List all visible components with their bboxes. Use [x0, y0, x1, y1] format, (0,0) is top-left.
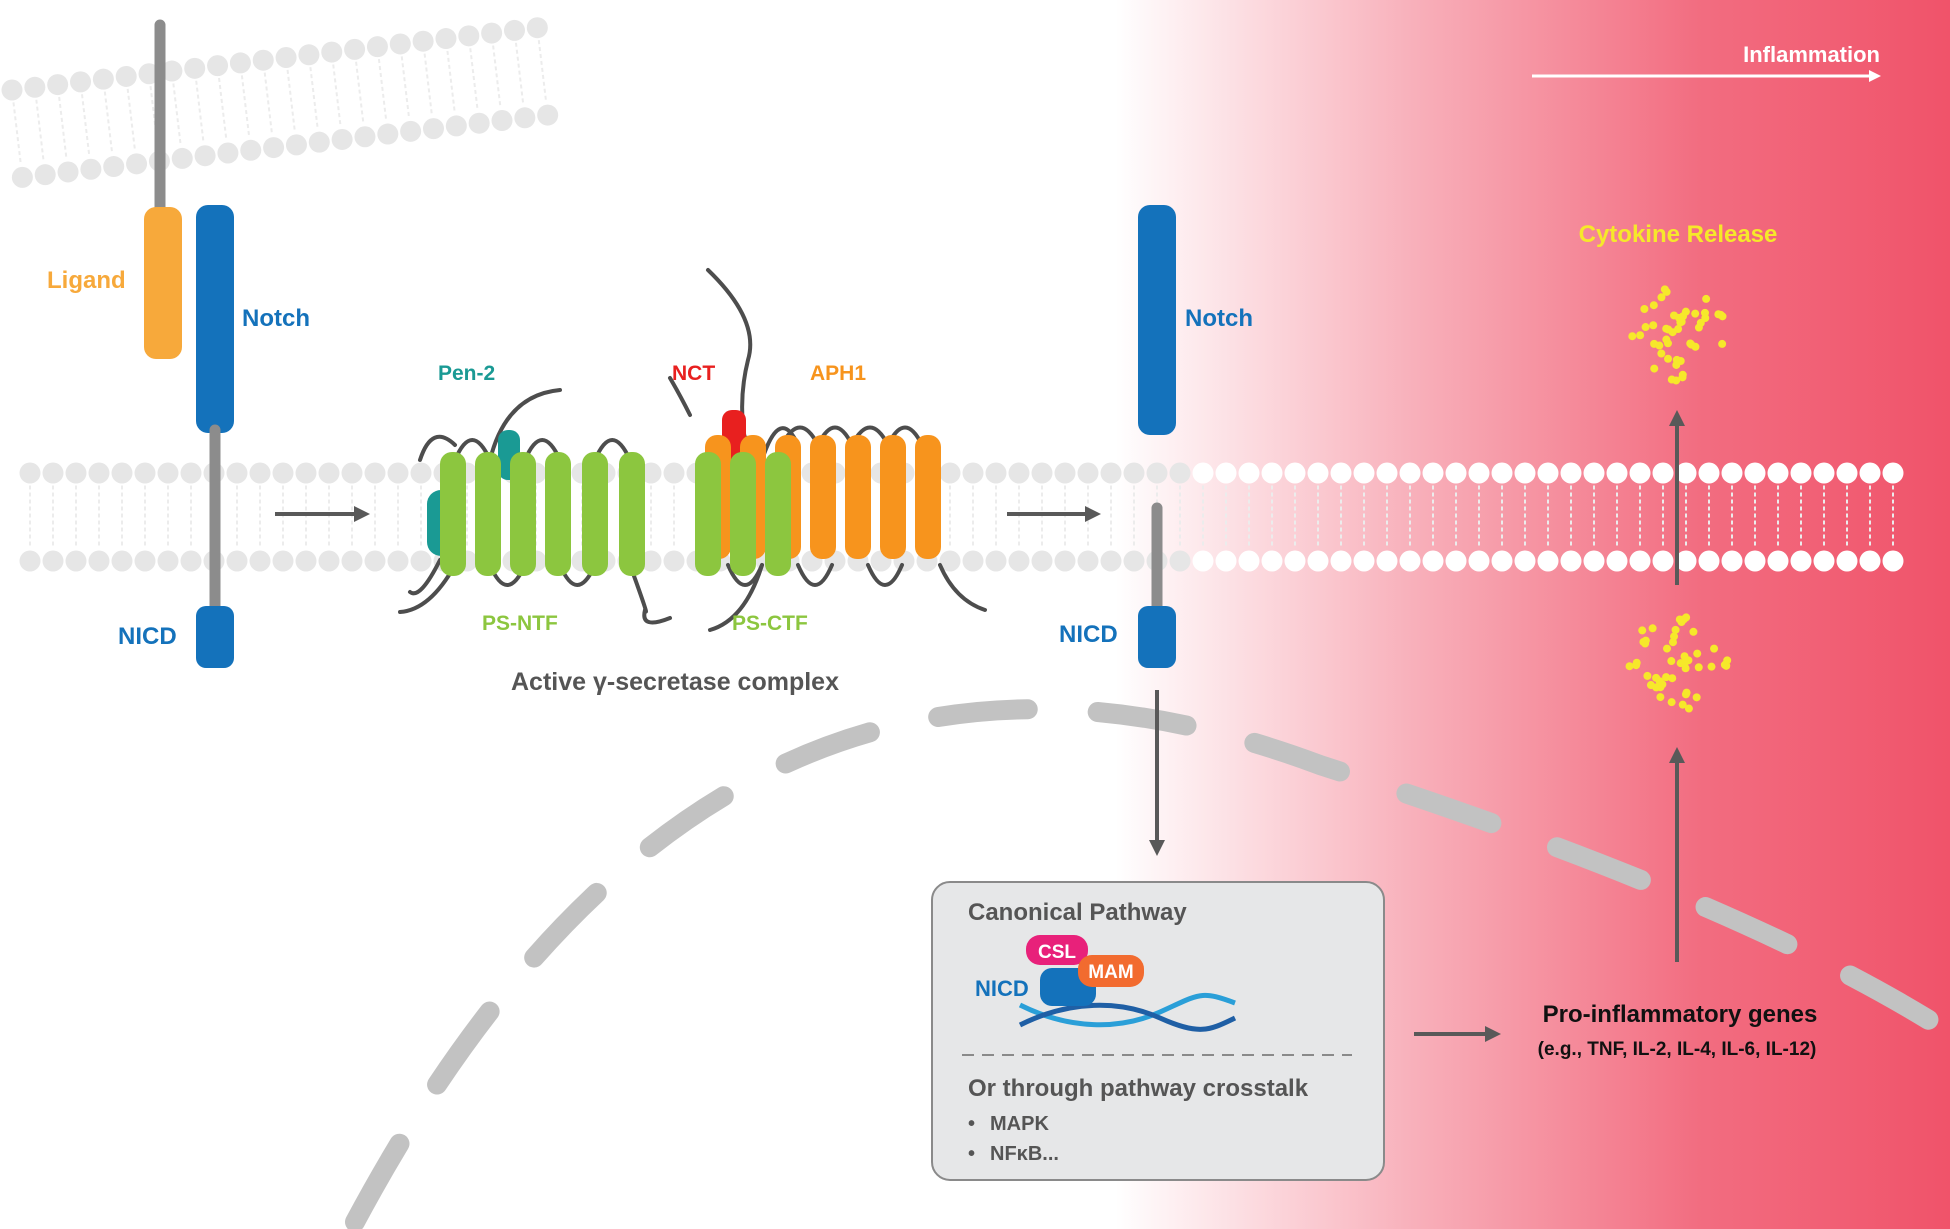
- nicd-label-right: NICD: [1059, 621, 1118, 648]
- crosstalk-item-nfkb: NFκB...: [990, 1143, 1059, 1165]
- cytokine-dot: [1657, 293, 1666, 302]
- nuclear-envelope: [345, 699, 1950, 1229]
- ps-ntf-label: PS-NTF: [482, 612, 558, 635]
- cytokine-dot: [1650, 339, 1659, 348]
- cytokine-dot: [1702, 294, 1711, 303]
- crosstalk-title: Or through pathway crosstalk: [968, 1075, 1309, 1102]
- pathway-box-title: Canonical Pathway: [968, 899, 1187, 926]
- inflammation-label: Inflammation: [1743, 42, 1880, 67]
- cytokine-dot: [1692, 693, 1701, 702]
- complex-title: Active γ-secretase complex: [511, 668, 839, 696]
- nct-label: NCT: [672, 362, 715, 385]
- gamma-secretase-complex: [398, 268, 987, 632]
- aph1-label: APH1: [810, 362, 866, 385]
- cytokine-dot: [1668, 638, 1677, 647]
- cytokine-dot: [1656, 693, 1665, 702]
- cytokine-dot: [1668, 674, 1677, 683]
- csl-label: CSL: [1038, 942, 1076, 963]
- ligand-notch-pair: [144, 19, 234, 668]
- notch-label-right: Notch: [1185, 305, 1253, 332]
- notch-protein-left: [196, 205, 234, 433]
- cytokine-dot: [1662, 335, 1671, 344]
- cytokine-release-label: Cytokine Release: [1579, 221, 1778, 248]
- cytokine-dot: [1680, 659, 1689, 668]
- cytokine-dot: [1677, 317, 1686, 326]
- cytokine-dot: [1714, 310, 1723, 319]
- nicd-label-left: NICD: [118, 623, 177, 650]
- cytokine-dot: [1671, 625, 1680, 634]
- cytokine-dot: [1650, 364, 1659, 373]
- cytokine-dot: [1718, 339, 1727, 348]
- cytokine-dot: [1628, 332, 1637, 341]
- ligand-protein: [144, 207, 182, 359]
- crosstalk-bullet: •: [968, 1143, 975, 1165]
- notch-protein-right: [1138, 205, 1176, 435]
- cytokine-cluster-released: [1628, 285, 1727, 385]
- cytokine-dot: [1636, 331, 1645, 340]
- cytokine-cluster-intracellular: [1625, 613, 1732, 713]
- cytokine-dot: [1662, 324, 1671, 333]
- cytokine-dot: [1649, 321, 1658, 330]
- cytokine-dot: [1689, 627, 1698, 636]
- cytokine-dot: [1691, 309, 1700, 318]
- cytokine-dot: [1639, 637, 1648, 646]
- cytokine-dot: [1663, 644, 1672, 653]
- cytokine-dot: [1707, 662, 1716, 671]
- pen2-label: Pen-2: [438, 362, 495, 385]
- cytokine-dot: [1658, 680, 1667, 689]
- cytokine-dot: [1632, 661, 1641, 670]
- cytokine-dot: [1680, 652, 1689, 661]
- nicd-label-box: NICD: [975, 976, 1029, 1001]
- cytokine-dot: [1641, 323, 1650, 332]
- cytokine-dot: [1640, 304, 1649, 313]
- cytokine-dot: [1693, 649, 1702, 658]
- notch-label-left: Notch: [242, 305, 310, 332]
- cytokine-dot: [1674, 325, 1683, 334]
- cytokine-dot: [1722, 661, 1731, 670]
- cytokine-dot: [1662, 673, 1671, 682]
- cytokine-dot: [1710, 644, 1719, 653]
- pro-inflammatory-title: Pro-inflammatory genes: [1543, 1001, 1818, 1028]
- cytokine-dot: [1678, 373, 1687, 382]
- cytokine-dot: [1694, 323, 1703, 332]
- cytokine-dot: [1667, 698, 1676, 707]
- pro-inflammatory-examples: (e.g., TNF, IL-2, IL-4, IL-6, IL-12): [1538, 1039, 1817, 1060]
- cytokine-dot: [1643, 671, 1652, 680]
- cytokine-dot: [1664, 354, 1673, 363]
- cytokine-dot: [1672, 355, 1681, 364]
- dna-strand: [1018, 1002, 1237, 1032]
- cytokine-dot: [1684, 704, 1693, 713]
- cytokine-dot: [1625, 662, 1634, 671]
- nicd-domain-left: [196, 606, 234, 668]
- canonical-pathway-box: Canonical Pathway CSL MAM NICD Or throug…: [931, 881, 1385, 1181]
- cytokine-dot: [1657, 349, 1666, 358]
- cytokine-dot: [1648, 624, 1657, 633]
- crosstalk-bullet: •: [968, 1113, 975, 1135]
- cytokine-dot: [1691, 342, 1700, 351]
- cytokine-dot: [1682, 613, 1691, 622]
- cytokine-dot: [1682, 688, 1691, 697]
- crosstalk-item-mapk: MAPK: [990, 1113, 1049, 1135]
- cytokine-dot: [1675, 615, 1684, 624]
- cytokine-dot: [1667, 657, 1676, 666]
- nicd-domain-right: [1138, 606, 1176, 668]
- cytokine-dot: [1638, 626, 1647, 635]
- cytokine-dot: [1694, 663, 1703, 672]
- cytokine-dot: [1678, 700, 1687, 709]
- mam-label: MAM: [1088, 962, 1133, 983]
- ligand-label: Ligand: [47, 267, 126, 294]
- cytokine-dot: [1649, 301, 1658, 310]
- cytokine-dot: [1667, 375, 1676, 384]
- cytokine-dot: [1662, 287, 1671, 296]
- mam-protein: [1078, 955, 1144, 987]
- cytokine-dot: [1700, 308, 1709, 317]
- cytokine-dot: [1646, 681, 1655, 690]
- ps-ctf-label: PS-CTF: [732, 612, 808, 635]
- csl-protein: [1026, 935, 1088, 965]
